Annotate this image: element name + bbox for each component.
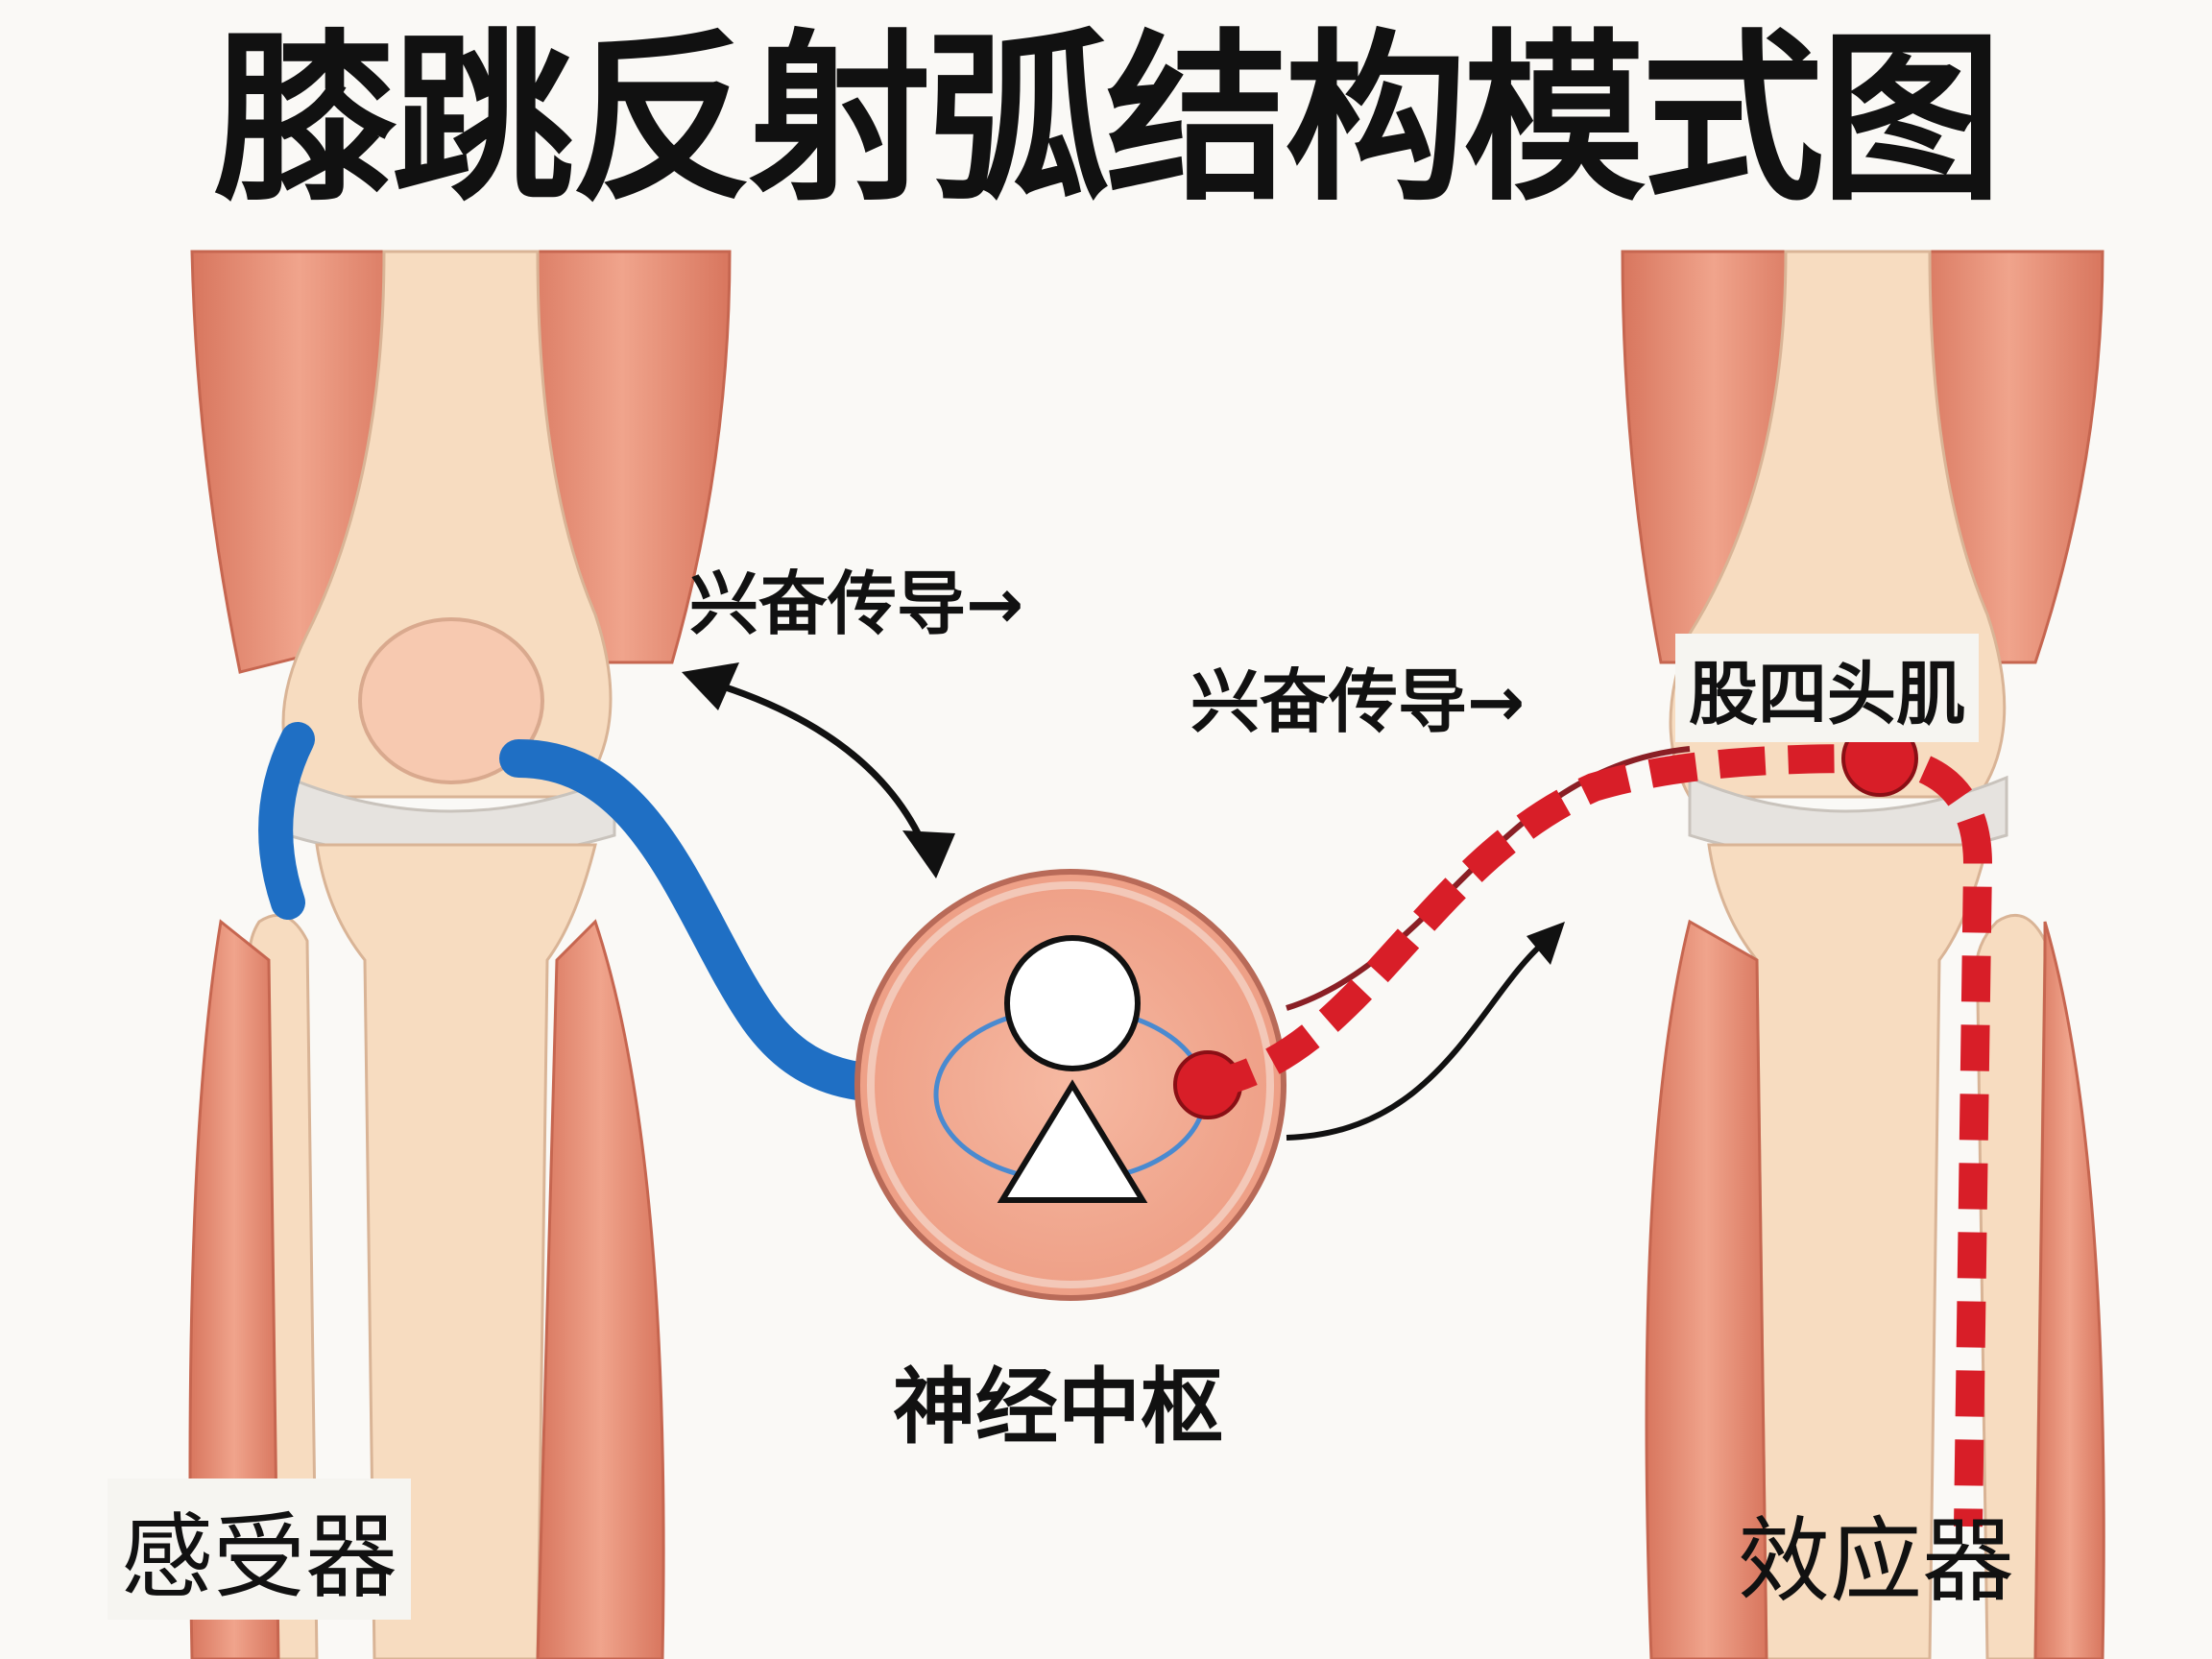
left-patella — [358, 617, 544, 784]
left-leg — [188, 250, 732, 1659]
spinal-cord-rim — [867, 881, 1274, 1288]
right-calf-muscle-outer — [1645, 919, 1768, 1659]
conduction-label-right: 兴奋传导→ — [1190, 661, 1526, 742]
left-calf-muscle-inner — [536, 919, 665, 1659]
nerve-center — [854, 869, 1286, 1301]
receptor-label: 感受器 — [108, 1479, 411, 1620]
right-leg — [1621, 250, 2105, 1659]
muscle-label: 股四头肌 — [1675, 634, 1980, 742]
efferent-nerve — [1205, 743, 1993, 1527]
double-arrow-head-bottom — [902, 830, 955, 878]
right-calf-muscle-inner — [2033, 921, 2105, 1659]
right-fibula — [1974, 913, 2047, 1659]
page-title: 膝跳反射弧结构模式图 — [212, 13, 2003, 226]
receptor-nerve-ending — [258, 722, 315, 920]
double-arrow — [690, 673, 935, 866]
double-arrow-head-top — [682, 662, 739, 710]
effector-label: 效应器 — [1738, 1507, 2014, 1615]
neuron-triangle — [997, 1079, 1148, 1203]
right-tibia — [1707, 843, 1989, 1659]
neuron-cell-body-circle — [1004, 935, 1141, 1071]
return-arrow-head — [1527, 922, 1565, 965]
nerve-center-label: 神经中枢 — [893, 1359, 1223, 1455]
conduction-label-top: 兴奋传导→ — [689, 564, 1024, 644]
left-tibia — [315, 843, 597, 1659]
return-arrow — [1286, 938, 1548, 1141]
